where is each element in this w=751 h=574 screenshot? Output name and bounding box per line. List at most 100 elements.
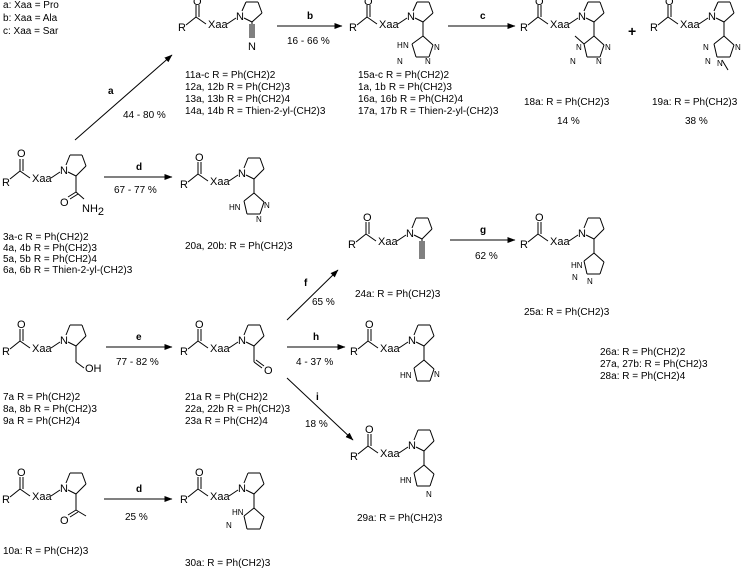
structure-amide-3-6: R O Xaa N O NH2	[2, 148, 104, 218]
structure-triazole-25a: R O Xaa N HN N N	[520, 212, 605, 286]
legend-line: a: Xaa = Pro	[3, 0, 59, 11]
atom-n: N	[264, 201, 270, 210]
atom-o: O	[17, 319, 26, 331]
atom-n: N	[60, 165, 68, 177]
atom-n: N	[60, 483, 68, 495]
atom-r: R	[650, 22, 658, 34]
compound-20-label: 20a, 20b: R = Ph(CH2)3	[185, 241, 293, 252]
compound-list-26-28-line: 28a: R = Ph(CH2)4	[600, 371, 686, 382]
atom-oh: OH	[85, 363, 102, 375]
atom-n: N	[238, 483, 246, 495]
step-yield: 4 - 37 %	[296, 357, 333, 368]
atom-r: R	[350, 451, 358, 463]
atom-n: N	[434, 370, 440, 379]
step-yield: 16 - 66 %	[287, 36, 330, 47]
atom-o: O	[365, 319, 374, 331]
arrow-step-f	[286, 269, 339, 321]
step-yield: 25 %	[125, 512, 148, 523]
atom-n: N	[434, 43, 440, 52]
atom-n: N	[578, 11, 586, 23]
structure-triazole-20: R O Xaa N HN N N	[180, 152, 270, 224]
atom-xaa: Xaa	[550, 19, 570, 31]
compound-29a-label: 29a: R = Ph(CH2)3	[357, 513, 443, 524]
atom-xaa: Xaa	[550, 236, 570, 248]
atom-r: R	[2, 346, 10, 358]
atom-n: N	[578, 228, 586, 240]
atom-r: R	[520, 22, 528, 34]
step-yield: 67 - 77 %	[114, 185, 157, 196]
atom-n: N	[426, 490, 432, 499]
atom-xaa: Xaa	[208, 19, 228, 31]
atom-hn: HN	[232, 508, 244, 517]
atom-r: R	[2, 177, 10, 189]
atom-n: N	[735, 43, 741, 52]
atom-n: N	[708, 11, 716, 23]
atom-r: R	[180, 179, 188, 191]
atom-n: N	[408, 335, 416, 347]
atom-o: O	[264, 365, 273, 377]
step-yield: 62 %	[475, 251, 498, 262]
atom-o: O	[17, 148, 26, 160]
atom-n: N	[717, 59, 723, 68]
arrow-step-a	[74, 54, 173, 141]
atom-o: O	[363, 212, 372, 224]
atom-n: N	[587, 277, 593, 286]
atom-xaa: Xaa	[379, 19, 399, 31]
step-label: a	[108, 86, 114, 97]
atom-xaa: Xaa	[380, 343, 400, 355]
structure-18a: R O Xaa N N N N N	[520, 0, 611, 66]
step-label: h	[313, 332, 319, 343]
step-label: g	[480, 225, 486, 236]
atom-n: N	[576, 43, 582, 52]
atom-n: N	[408, 440, 416, 452]
atom-xaa: Xaa	[32, 491, 52, 503]
atom-n: N	[703, 43, 709, 52]
structure-tetrazole-15-17: R O Xaa N H N N N N	[349, 0, 440, 66]
step-label: f	[304, 278, 308, 289]
step-label: b	[307, 11, 313, 22]
atom-xaa: Xaa	[32, 173, 52, 185]
step-yield: 65 %	[312, 297, 335, 308]
atom-hn: HN	[571, 261, 583, 270]
atom-xaa: Xaa	[210, 176, 230, 188]
step-yield: 18 %	[305, 419, 328, 430]
atom-o: O	[535, 212, 544, 224]
atom-n: N	[572, 273, 578, 282]
atom-r: R	[350, 346, 358, 358]
atom-nh2: NH2	[82, 203, 104, 218]
yield-19a: 38 %	[685, 116, 708, 127]
atom-n: N	[596, 57, 602, 66]
structure-alkyne-24a: R O Xaa N	[348, 212, 433, 259]
atom-n: N	[570, 57, 576, 66]
atom-o: O	[60, 515, 69, 527]
structure-19a: R O Xaa N N N N N	[650, 0, 741, 71]
yield-18a: 14 %	[557, 116, 580, 127]
atom-xaa: Xaa	[210, 343, 230, 355]
atom-xaa: Xaa	[378, 236, 398, 248]
atom-o: O	[665, 0, 674, 8]
legend-line: b: Xaa = Ala	[3, 13, 58, 24]
atom-n: N	[226, 521, 232, 530]
step-label: d	[136, 162, 142, 173]
atom-xaa: Xaa	[680, 19, 700, 31]
structure-pyrazole-30a: R O Xaa N HN N	[180, 467, 265, 530]
atom-o: O	[60, 197, 69, 209]
step-label: d	[136, 484, 142, 495]
atom-n: N	[403, 41, 409, 50]
compound-18a-label: 18a: R = Ph(CH2)3	[524, 97, 610, 108]
arrow-step-i	[286, 377, 354, 441]
structure-aldehyde-21-23: R O Xaa N O	[180, 319, 273, 377]
compound-list-26-28-line: 27a, 27b: R = Ph(CH2)3	[600, 359, 708, 370]
atom-xaa: Xaa	[380, 448, 400, 460]
